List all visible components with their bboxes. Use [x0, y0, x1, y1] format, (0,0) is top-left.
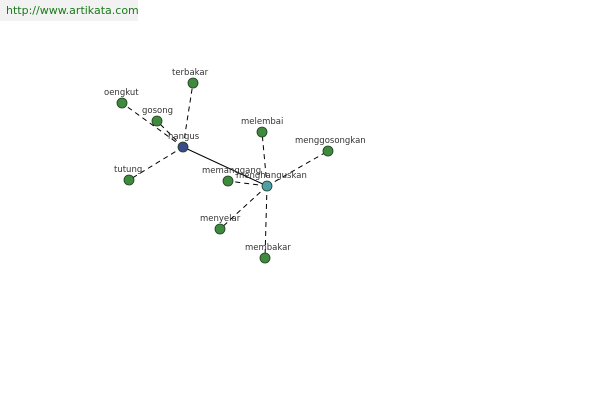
node-gosong[interactable] — [151, 115, 163, 127]
node-label-oengkut[interactable]: oengkut — [104, 88, 139, 98]
edge-menghanguskan-membakar — [264, 185, 268, 259]
node-label-hangus[interactable]: hangus — [168, 132, 200, 142]
node-tutung[interactable] — [123, 174, 135, 186]
site-url-link[interactable]: http://www.artikata.com — [6, 4, 139, 17]
edge-hangus-menghanguskan — [182, 146, 268, 187]
edge-hangus-oengkut — [121, 102, 184, 148]
node-menyelar[interactable] — [214, 223, 226, 235]
nodes-layer — [116, 77, 334, 264]
node-oengkut[interactable] — [116, 97, 128, 109]
url-bar: http://www.artikata.com — [0, 0, 139, 21]
node-menggosongkan[interactable] — [322, 145, 334, 157]
edge-menghanguskan-menyelar — [219, 185, 268, 230]
edge-menghanguskan-memanggang — [227, 180, 268, 187]
node-memanggang[interactable] — [222, 175, 234, 187]
node-menghanguskan[interactable] — [261, 180, 273, 192]
edge-hangus-gosong — [156, 120, 184, 148]
node-melembai[interactable] — [256, 126, 268, 138]
edge-hangus-tutung — [128, 146, 184, 181]
node-label-menggosongkan[interactable]: menggosongkan — [295, 136, 366, 146]
edge-hangus-terbakar — [182, 82, 194, 148]
node-membakar[interactable] — [259, 252, 271, 264]
node-hangus[interactable] — [177, 141, 189, 153]
labels-layer: hangus menghanguskan terbakar oengkutgosong… — [104, 68, 366, 253]
edge-menghanguskan-menggosongkan — [266, 150, 329, 187]
edge-menghanguskan-melembai — [261, 131, 268, 187]
node-label-menyelar[interactable]: menyelar — [200, 214, 241, 224]
edges-layer — [121, 82, 329, 259]
node-label-tutung[interactable]: tutung — [114, 165, 142, 175]
node-label-terbakar[interactable]: terbakar — [172, 68, 209, 78]
node-label-menghanguskan[interactable]: menghanguskan — [236, 171, 307, 181]
node-label-melembai[interactable]: melembai — [241, 117, 283, 127]
node-label-memanggang[interactable]: memanggang — [202, 166, 261, 176]
node-label-membakar[interactable]: membakar — [245, 243, 291, 253]
node-label-gosong[interactable]: gosong — [142, 106, 173, 116]
node-terbakar[interactable] — [187, 77, 199, 89]
